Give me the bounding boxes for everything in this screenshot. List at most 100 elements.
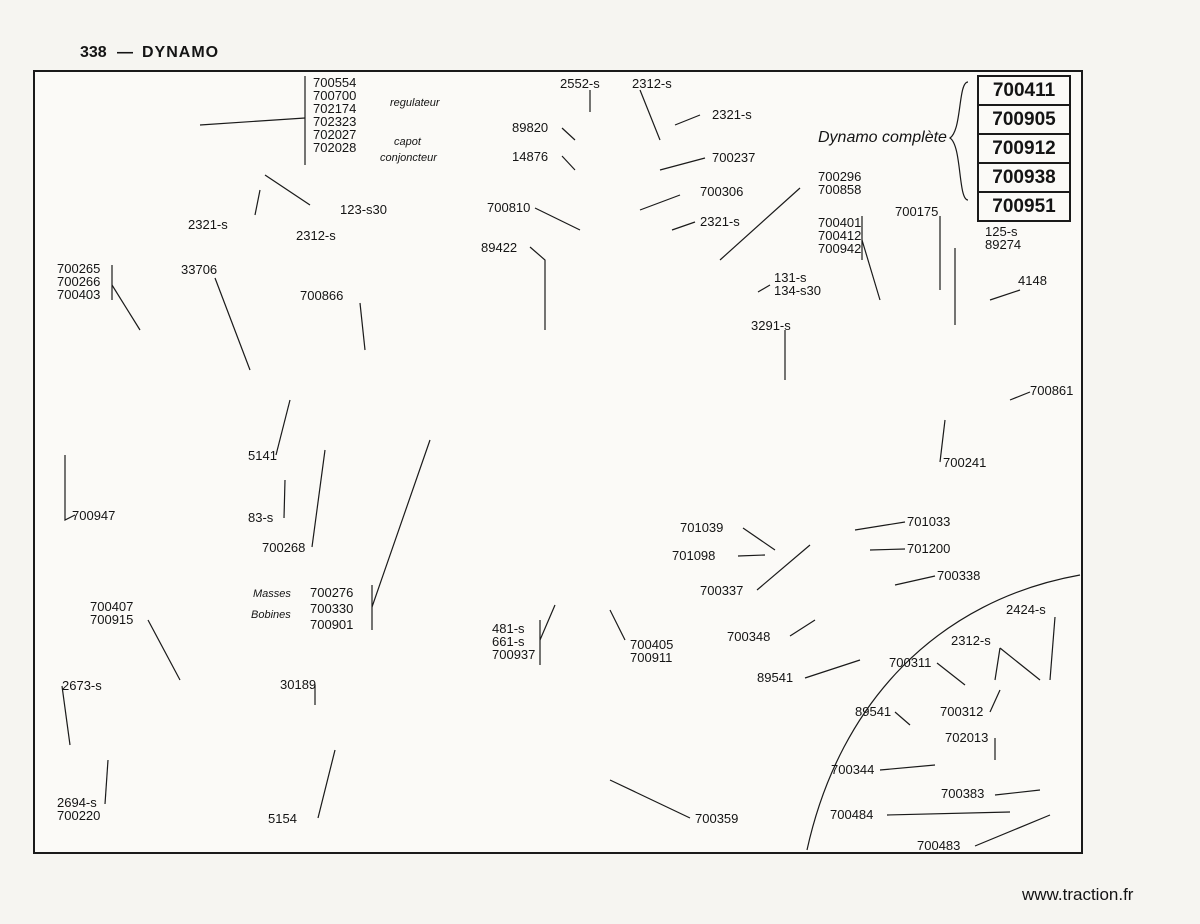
nut-washer-code: 2694-s bbox=[57, 795, 97, 810]
label-700175: 700175 bbox=[895, 204, 939, 219]
screw-code: 131-s bbox=[774, 270, 807, 285]
dynamo-code: 700951 bbox=[992, 196, 1056, 217]
label-30189: 30189 bbox=[280, 677, 317, 692]
bobines-code: 700901 bbox=[310, 617, 354, 632]
label-33706: 33706 bbox=[181, 262, 218, 277]
label-89541-a: 89541 bbox=[757, 670, 794, 685]
pulley-code: 700915 bbox=[90, 612, 134, 627]
label-2312s-reg: 2312-s bbox=[296, 228, 336, 243]
label-4148: 4148 bbox=[1018, 273, 1047, 288]
bobines-codes: 700330 700901 bbox=[310, 602, 353, 631]
label-14876: 14876 bbox=[512, 149, 549, 164]
nut-washer-codes: 2694-s 700220 bbox=[57, 796, 100, 822]
label-700348: 700348 bbox=[727, 629, 771, 644]
screw-washer-codes: 125-s 89274 bbox=[985, 225, 1021, 251]
label-700237: 700237 bbox=[712, 150, 756, 165]
label-700947: 700947 bbox=[72, 508, 116, 523]
screw-codes: 131-s 134-s30 bbox=[774, 271, 821, 297]
dynamo-code: 700905 bbox=[979, 106, 1069, 135]
regulator-code: 702027 bbox=[313, 127, 357, 142]
label-700338: 700338 bbox=[937, 568, 981, 583]
label-2312s-top: 2312-s bbox=[632, 76, 672, 91]
label-123s30: 123-s30 bbox=[340, 202, 387, 217]
label-700337: 700337 bbox=[700, 583, 744, 598]
support-screw-codes: 481-s 661-s 700937 bbox=[492, 622, 535, 661]
end-plate-left-codes: 700265 700266 700403 bbox=[57, 262, 100, 301]
label-83s: 83-s bbox=[248, 510, 274, 525]
label-701200: 701200 bbox=[907, 541, 951, 556]
label-2312s-br: 2312-s bbox=[951, 633, 991, 648]
support-codes: 700405 700911 bbox=[630, 638, 673, 664]
label-700268: 700268 bbox=[262, 540, 306, 555]
label-2552s: 2552-s bbox=[560, 76, 600, 91]
label-2321s-mid: 2321-s bbox=[700, 214, 740, 229]
label-700241: 700241 bbox=[943, 455, 987, 470]
page-number: 338 bbox=[80, 44, 107, 61]
label-2321s-reg: 2321-s bbox=[188, 217, 228, 232]
label-masses-code: 700276 bbox=[310, 585, 354, 600]
support-screw-code: 661-s bbox=[492, 634, 525, 649]
label-masses: Masses bbox=[253, 588, 291, 600]
regulator-code: 700554 bbox=[313, 75, 357, 90]
label-700359: 700359 bbox=[695, 811, 739, 826]
label-701098: 701098 bbox=[672, 548, 716, 563]
dynamo-code: 700938 bbox=[979, 164, 1069, 193]
dynamo-brace bbox=[948, 81, 969, 201]
regulator-code: 702028 bbox=[313, 140, 357, 155]
support-screw-code: 700937 bbox=[492, 647, 536, 662]
end-plate-left-code: 700403 bbox=[57, 287, 101, 302]
nut-washer-code: 700220 bbox=[57, 808, 101, 823]
watermark: www.traction.fr bbox=[1022, 885, 1134, 904]
bobines-code: 700330 bbox=[310, 601, 354, 616]
label-702013: 702013 bbox=[945, 730, 989, 745]
label-701039: 701039 bbox=[680, 520, 724, 535]
dynamo-complete-caption: Dynamo complète bbox=[818, 129, 947, 146]
title-dash: — bbox=[117, 44, 133, 61]
label-89820: 89820 bbox=[512, 120, 549, 135]
end-plate-right-code: 700401 bbox=[818, 215, 862, 230]
screw-code: 134-s30 bbox=[774, 283, 821, 298]
end-plate-right-code: 700942 bbox=[818, 241, 862, 256]
end-plate-right-code: 700412 bbox=[818, 228, 862, 243]
label-700306: 700306 bbox=[700, 184, 744, 199]
dynamo-code: 700411 bbox=[979, 77, 1069, 106]
label-700866: 700866 bbox=[300, 288, 344, 303]
label-89422: 89422 bbox=[481, 240, 518, 255]
label-5154: 5154 bbox=[268, 811, 297, 826]
label-700344: 700344 bbox=[831, 762, 875, 777]
regulator-code: 700700 bbox=[313, 88, 357, 103]
label-700383: 700383 bbox=[941, 786, 985, 801]
note-capot: capot bbox=[394, 136, 421, 148]
note-conjoncteur: conjoncteur bbox=[380, 152, 437, 164]
label-2321s-top: 2321-s bbox=[712, 107, 752, 122]
label-700861: 700861 bbox=[1030, 383, 1074, 398]
regulator-code: 702174 bbox=[313, 101, 357, 116]
label-700311: 700311 bbox=[889, 655, 932, 670]
label-5141: 5141 bbox=[248, 448, 277, 463]
label-2673s: 2673-s bbox=[62, 678, 102, 693]
pulley-codes: 700407 700915 bbox=[90, 600, 133, 626]
detail-arc bbox=[806, 574, 1081, 851]
regulator-code: 702323 bbox=[313, 114, 357, 129]
bracket-code: 700296 bbox=[818, 169, 862, 184]
dynamo-complete-codes: 700411 700905 700912 700938 700951 bbox=[977, 75, 1071, 222]
screw-washer-code: 125-s bbox=[985, 224, 1018, 239]
screw-washer-code: 89274 bbox=[985, 237, 1022, 252]
label-700483: 700483 bbox=[917, 838, 961, 853]
bracket-code: 700858 bbox=[818, 182, 862, 197]
dynamo-code: 700912 bbox=[979, 135, 1069, 164]
label-700810: 700810 bbox=[487, 200, 531, 215]
support-code: 700405 bbox=[630, 637, 674, 652]
label-701033: 701033 bbox=[907, 514, 951, 529]
label-3291s: 3291-s bbox=[751, 318, 791, 333]
regulator-codes: 700554 700700 702174 702323 702027 70202… bbox=[313, 76, 356, 154]
label-700484: 700484 bbox=[830, 807, 874, 822]
page-title: DYNAMO bbox=[142, 44, 220, 61]
label-2424s: 2424-s bbox=[1006, 602, 1046, 617]
support-code: 700911 bbox=[630, 650, 673, 665]
label-700312: 700312 bbox=[940, 704, 984, 719]
label-89541-b: 89541 bbox=[855, 704, 892, 719]
pulley-code: 700407 bbox=[90, 599, 134, 614]
